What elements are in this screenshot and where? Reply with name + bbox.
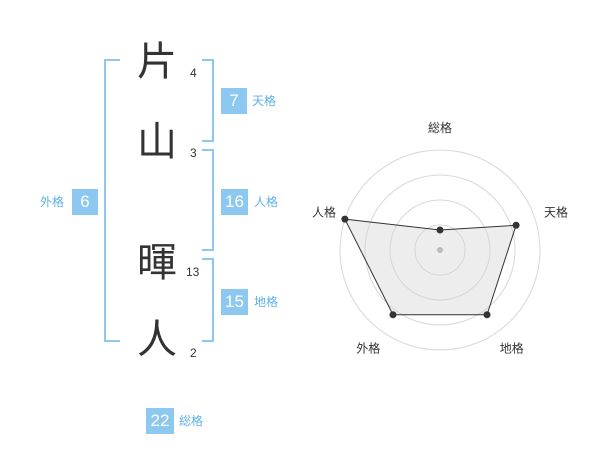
radar-axis-label-2: 天格 bbox=[544, 204, 568, 219]
gaikaku-value: 6 bbox=[72, 189, 98, 215]
radar-axis-label-1: 総格 bbox=[428, 120, 452, 135]
stroke-count-4: 2 bbox=[190, 346, 197, 360]
gaikaku-bracket bbox=[104, 59, 120, 342]
radar-ring-4 bbox=[339, 149, 541, 351]
soukaku-label: 総格 bbox=[179, 414, 204, 428]
radar-point-3 bbox=[483, 311, 491, 319]
tenkaku-bracket bbox=[202, 59, 214, 142]
chikaku-value: 15 bbox=[221, 289, 248, 315]
radar-center-dot bbox=[437, 247, 443, 253]
radar-axis-label-3: 地格 bbox=[500, 341, 524, 356]
chikaku-bracket bbox=[202, 258, 214, 342]
radar-point-4 bbox=[389, 311, 397, 319]
name-char-3: 暉 bbox=[137, 240, 177, 286]
jinkaku-label: 人格 bbox=[254, 195, 279, 209]
stroke-count-3: 13 bbox=[186, 265, 200, 279]
radar-area bbox=[344, 218, 517, 316]
radar-axis-label-4: 外格 bbox=[356, 341, 380, 356]
radar-point-2 bbox=[512, 221, 520, 229]
tenkaku-value: 7 bbox=[221, 88, 247, 114]
stroke-count-1: 4 bbox=[190, 66, 197, 80]
name-char-1: 片 bbox=[137, 39, 177, 85]
name-char-2: 山 bbox=[137, 119, 177, 165]
jinkaku-bracket bbox=[202, 149, 214, 251]
radar-ring-3 bbox=[364, 174, 516, 326]
radar-ring-2 bbox=[389, 199, 491, 301]
radar-axis-label-5: 人格 bbox=[312, 204, 336, 219]
tenkaku-label: 天格 bbox=[252, 94, 277, 108]
chikaku-label: 地格 bbox=[254, 295, 279, 309]
soukaku-value: 22 bbox=[146, 408, 174, 434]
stroke-count-2: 3 bbox=[190, 146, 197, 160]
jinkaku-value: 16 bbox=[221, 189, 248, 215]
gaikaku-label: 外格 bbox=[40, 195, 65, 209]
name-char-4: 人 bbox=[137, 317, 177, 363]
radar-point-5 bbox=[341, 215, 349, 223]
radar-point-1 bbox=[436, 226, 444, 234]
radar-ring-1 bbox=[414, 224, 466, 276]
